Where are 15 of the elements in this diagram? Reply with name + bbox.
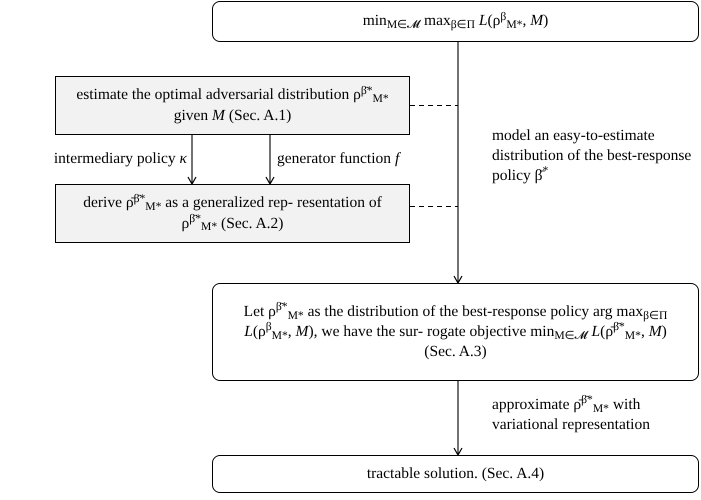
box-text: Let ρ$^{β̄*}$$_{M*}$ as the distribution of the best-response policy arg max$_{β∈Π}$ L(ρ$^{β}$$_{M*}$, M), we have the sur- rogate objective min$_{M∈𝓜}$ L(ρ̄$^{β̄*}$$_{M*}$, M) (Sec. A.3) (242, 302, 668, 362)
arrow (265, 135, 275, 185)
rounded-box (212, 1, 699, 42)
rounded-box (212, 283, 699, 381)
arrow (453, 381, 463, 456)
dashed-connector (410, 104, 458, 106)
process-box (55, 184, 410, 243)
process-box (55, 76, 410, 135)
box-text: min$_{M∈𝓜}$ max$_{β∈Π}$ L(ρ$^{β}$$_{M*}$, M) (362, 11, 548, 32)
arrow (453, 42, 463, 284)
rounded-box (212, 455, 699, 493)
arrow (187, 135, 197, 185)
box-text: derive ρ̄$^{β̄*}$$_{M*}$ as a generalized rep- resentation of ρ$^{β̄*}$$_{M*}$ (Sec. A.2) (82, 193, 383, 234)
box-text: tractable solution. (Sec. A.4) (366, 464, 544, 484)
dashed-connector (410, 206, 458, 208)
